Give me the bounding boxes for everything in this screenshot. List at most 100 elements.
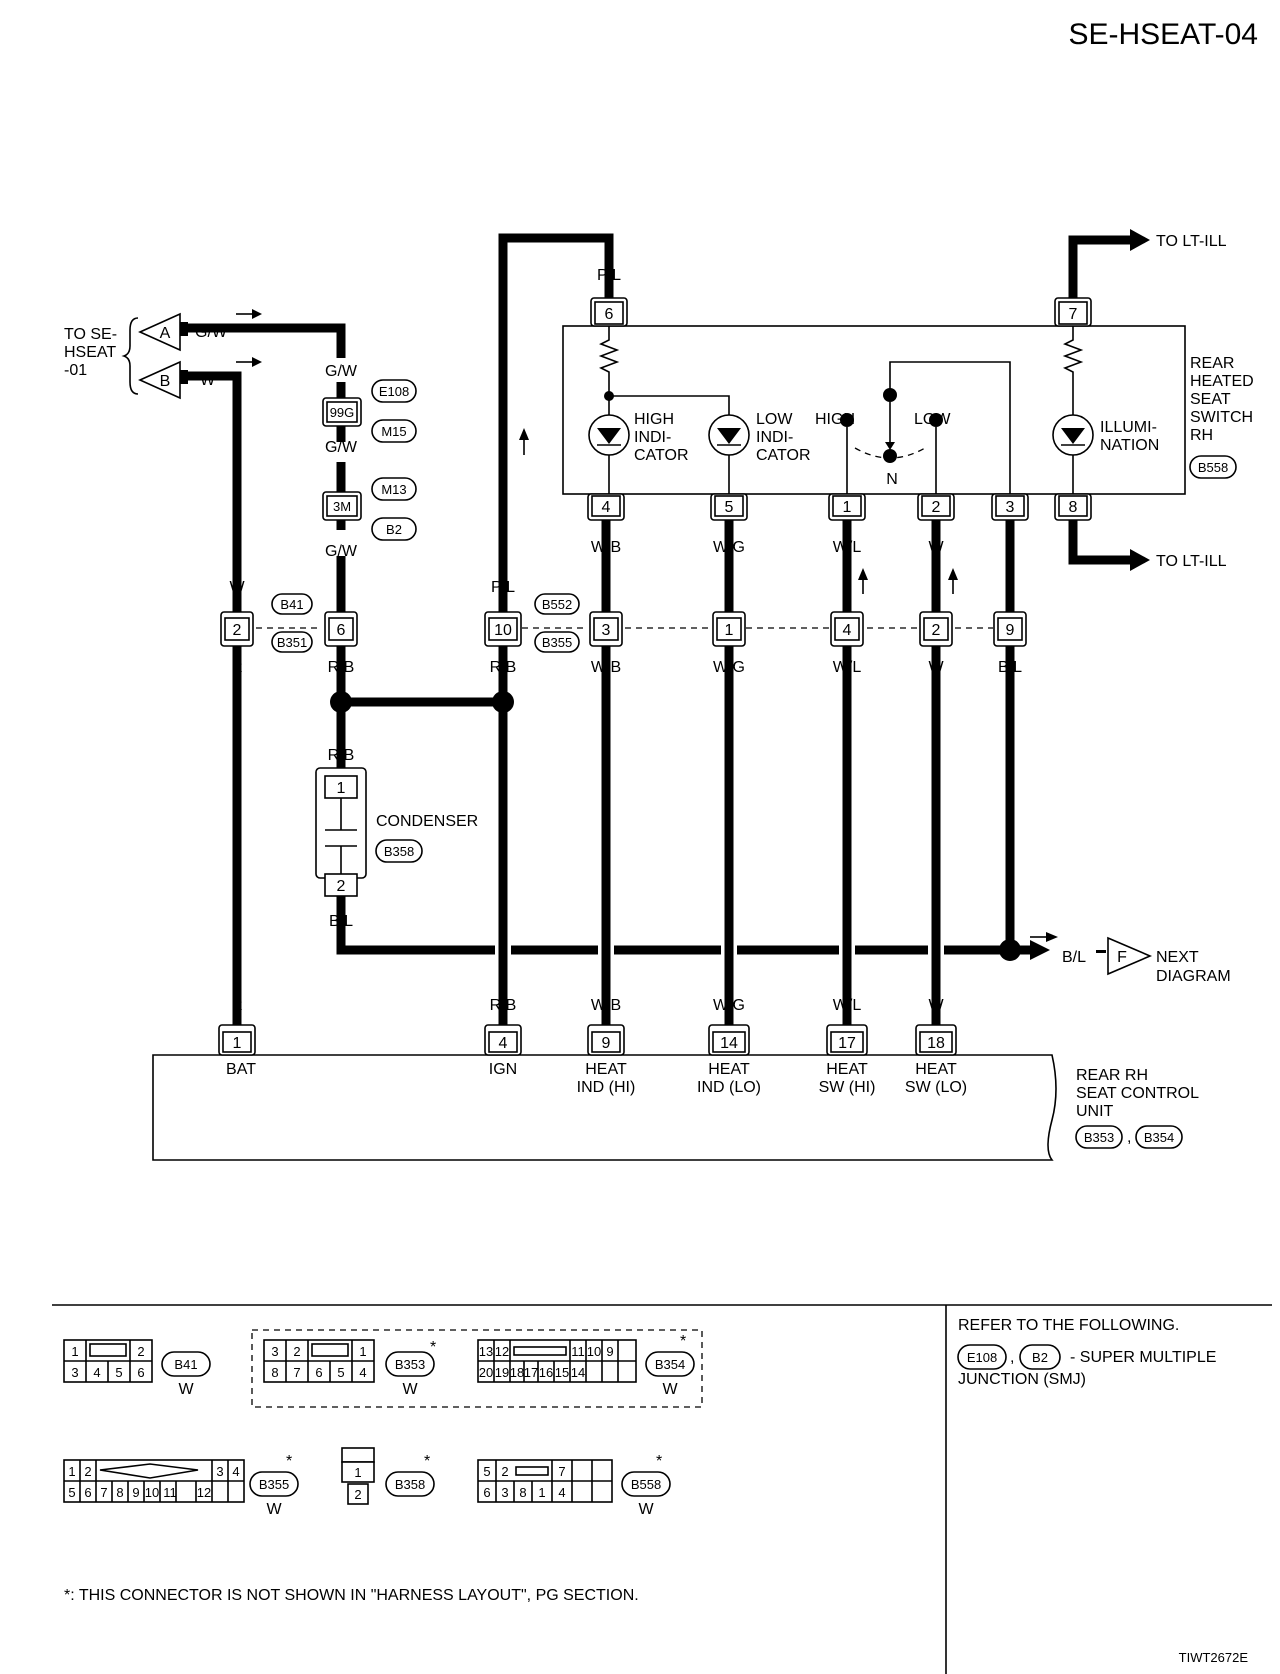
svg-text:10: 10 bbox=[494, 622, 512, 639]
legend-b41: 1 2 3 4 5 6 B41 W bbox=[63, 1339, 211, 1398]
svg-text:B: B bbox=[160, 373, 171, 390]
svg-text:CONDENSER: CONDENSER bbox=[376, 813, 478, 830]
svg-text:13: 13 bbox=[479, 1344, 493, 1359]
svg-text:BAT: BAT bbox=[226, 1061, 256, 1078]
switch-pin-8: 8 bbox=[1054, 493, 1092, 521]
svg-text:9: 9 bbox=[1006, 622, 1015, 639]
svg-text:IND (LO): IND (LO) bbox=[697, 1079, 761, 1096]
svg-text:SW (HI): SW (HI) bbox=[819, 1079, 876, 1096]
legend-b358: 1 2 B358 * bbox=[341, 1447, 435, 1505]
svg-text:7: 7 bbox=[1069, 306, 1078, 323]
svg-text:W/B: W/B bbox=[591, 539, 621, 556]
svg-text:NEXT: NEXT bbox=[1156, 949, 1199, 966]
svg-text:5: 5 bbox=[115, 1365, 122, 1380]
svg-text:2: 2 bbox=[233, 622, 242, 639]
svg-text:M15: M15 bbox=[381, 424, 406, 439]
svg-text:G/W: G/W bbox=[325, 439, 358, 456]
legend-b353: 3 2 1 8 7 6 5 4 B353 * W bbox=[263, 1339, 436, 1398]
svg-text:W: W bbox=[662, 1381, 678, 1398]
svg-text:3M: 3M bbox=[333, 499, 351, 514]
legend-b354: 13 12 11 10 9 20 19 18 17 16 15 14 B354 … bbox=[477, 1333, 695, 1398]
svg-text:*: * bbox=[680, 1333, 686, 1350]
svg-text:8: 8 bbox=[519, 1485, 526, 1500]
svg-text:1: 1 bbox=[725, 622, 734, 639]
svg-text:6: 6 bbox=[605, 306, 614, 323]
svg-text:R/B: R/B bbox=[328, 659, 355, 676]
svg-text:W: W bbox=[178, 1381, 194, 1398]
svg-text:3: 3 bbox=[71, 1365, 78, 1380]
svg-text:2: 2 bbox=[137, 1344, 144, 1359]
joint-pin: 2 bbox=[919, 611, 953, 647]
svg-text:7: 7 bbox=[100, 1485, 107, 1500]
joint-pin: 4 bbox=[830, 611, 864, 647]
svg-text:99G: 99G bbox=[330, 405, 355, 420]
svg-text:*: * bbox=[424, 1453, 430, 1470]
svg-text:16: 16 bbox=[539, 1365, 553, 1380]
svg-text:INDI-: INDI- bbox=[634, 429, 671, 446]
svg-text:G/W: G/W bbox=[195, 324, 228, 341]
svg-text:4: 4 bbox=[232, 1464, 239, 1479]
svg-text:HIGH: HIGH bbox=[634, 411, 674, 428]
switch-pin-4: 4 bbox=[587, 493, 625, 521]
svg-text:3: 3 bbox=[602, 622, 611, 639]
svg-text:4: 4 bbox=[843, 622, 852, 639]
svg-text:B358: B358 bbox=[384, 844, 414, 859]
svg-text:,: , bbox=[1010, 1349, 1014, 1366]
svg-text:DIAGRAM: DIAGRAM bbox=[1156, 968, 1231, 985]
svg-text:*: * bbox=[430, 1339, 436, 1356]
svg-text:B354: B354 bbox=[1144, 1130, 1174, 1145]
svg-text:1: 1 bbox=[337, 780, 346, 797]
svg-text:N: N bbox=[886, 471, 898, 488]
svg-text:HEATED: HEATED bbox=[1190, 373, 1254, 390]
svg-text:W/B: W/B bbox=[591, 659, 621, 676]
svg-text:7: 7 bbox=[293, 1365, 300, 1380]
svg-text:B353: B353 bbox=[1084, 1130, 1114, 1145]
svg-text:B2: B2 bbox=[386, 522, 402, 537]
svg-text:REAR: REAR bbox=[1190, 355, 1234, 372]
svg-text:5: 5 bbox=[483, 1464, 490, 1479]
svg-text:B/L: B/L bbox=[1062, 949, 1086, 966]
svg-text:14: 14 bbox=[571, 1365, 585, 1380]
svg-text:NATION: NATION bbox=[1100, 437, 1159, 454]
svg-text:IGN: IGN bbox=[489, 1061, 517, 1078]
svg-text:1: 1 bbox=[843, 499, 852, 516]
svg-text:REFER TO THE FOLLOWING.: REFER TO THE FOLLOWING. bbox=[958, 1317, 1179, 1334]
svg-text:5: 5 bbox=[725, 499, 734, 516]
svg-text:3: 3 bbox=[216, 1464, 223, 1479]
svg-text:15: 15 bbox=[555, 1365, 569, 1380]
svg-text:4: 4 bbox=[359, 1365, 366, 1380]
svg-text:W/B: W/B bbox=[591, 997, 621, 1014]
page-title: SE-HSEAT-04 bbox=[1068, 18, 1258, 51]
svg-text:- SUPER MULTIPLE: - SUPER MULTIPLE bbox=[1070, 1349, 1216, 1366]
svg-text:P/L: P/L bbox=[491, 579, 515, 596]
svg-text:9: 9 bbox=[606, 1344, 613, 1359]
to-lt-ill-bottom: TO LT-ILL bbox=[1156, 553, 1227, 570]
svg-text:SEAT: SEAT bbox=[1190, 391, 1231, 408]
svg-text:3: 3 bbox=[1006, 499, 1015, 516]
svg-text:INDI-: INDI- bbox=[756, 429, 793, 446]
svg-text:2: 2 bbox=[932, 622, 941, 639]
svg-text:R/B: R/B bbox=[490, 659, 517, 676]
svg-text:LOW: LOW bbox=[914, 411, 951, 428]
svg-text:14: 14 bbox=[720, 1035, 738, 1052]
svg-text:B2: B2 bbox=[1032, 1350, 1048, 1365]
connector-b-tag: B W bbox=[138, 360, 216, 400]
svg-text:SEAT CONTROL: SEAT CONTROL bbox=[1076, 1085, 1199, 1102]
svg-text:6: 6 bbox=[337, 622, 346, 639]
svg-text:HEAT: HEAT bbox=[915, 1061, 957, 1078]
svg-text:LOW: LOW bbox=[756, 411, 793, 428]
svg-text:17: 17 bbox=[524, 1365, 538, 1380]
svg-text:18: 18 bbox=[510, 1365, 524, 1380]
svg-text:B552: B552 bbox=[542, 597, 572, 612]
svg-text:R/B: R/B bbox=[328, 747, 355, 764]
svg-text:7: 7 bbox=[558, 1464, 565, 1479]
legend: 1 2 3 4 5 6 B41 W 3 2 1 8 7 6 5 4 B353 bbox=[52, 1304, 1272, 1674]
svg-text:B/L: B/L bbox=[329, 913, 353, 930]
svg-text:12: 12 bbox=[197, 1485, 211, 1500]
svg-text:B558: B558 bbox=[631, 1477, 661, 1492]
svg-text:A: A bbox=[160, 325, 171, 342]
to-se-hseat-label: TO SE- HSEAT -01 bbox=[64, 317, 139, 395]
